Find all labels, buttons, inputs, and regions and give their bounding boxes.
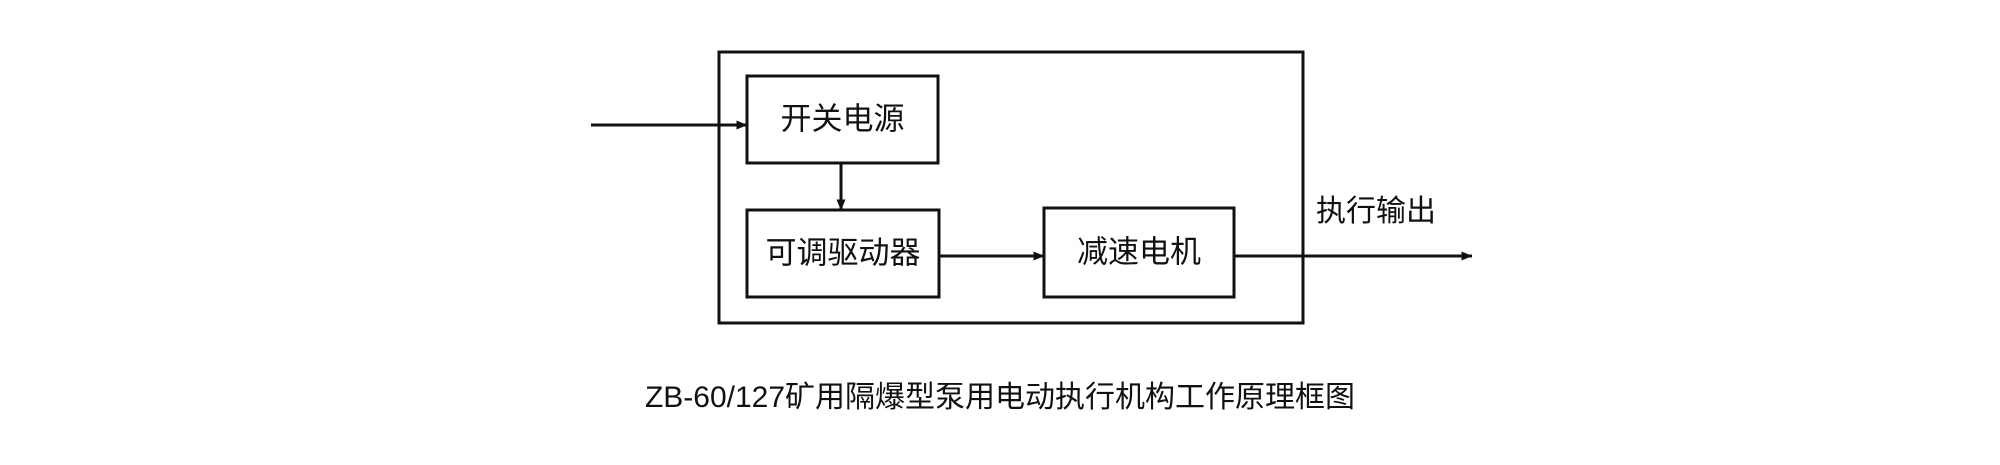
block-adjustable-driver-label: 可调驱动器 <box>766 236 921 271</box>
block-geared-motor-label: 减速电机 <box>1077 235 1201 270</box>
block-geared-motor[interactable] <box>1042 206 1236 299</box>
block-adjustable-driver[interactable] <box>745 208 941 299</box>
block-switching-power-supply[interactable] <box>745 74 940 165</box>
figure-caption: ZB-60/127矿用隔爆型泵用电动执行机构工作原理框图 <box>645 381 1355 414</box>
block-switching-power-supply-label: 开关电源 <box>781 102 905 137</box>
actuator-output-label: 执行输出 <box>1316 195 1436 228</box>
flameproof-enclosure-boundary <box>717 50 1305 325</box>
